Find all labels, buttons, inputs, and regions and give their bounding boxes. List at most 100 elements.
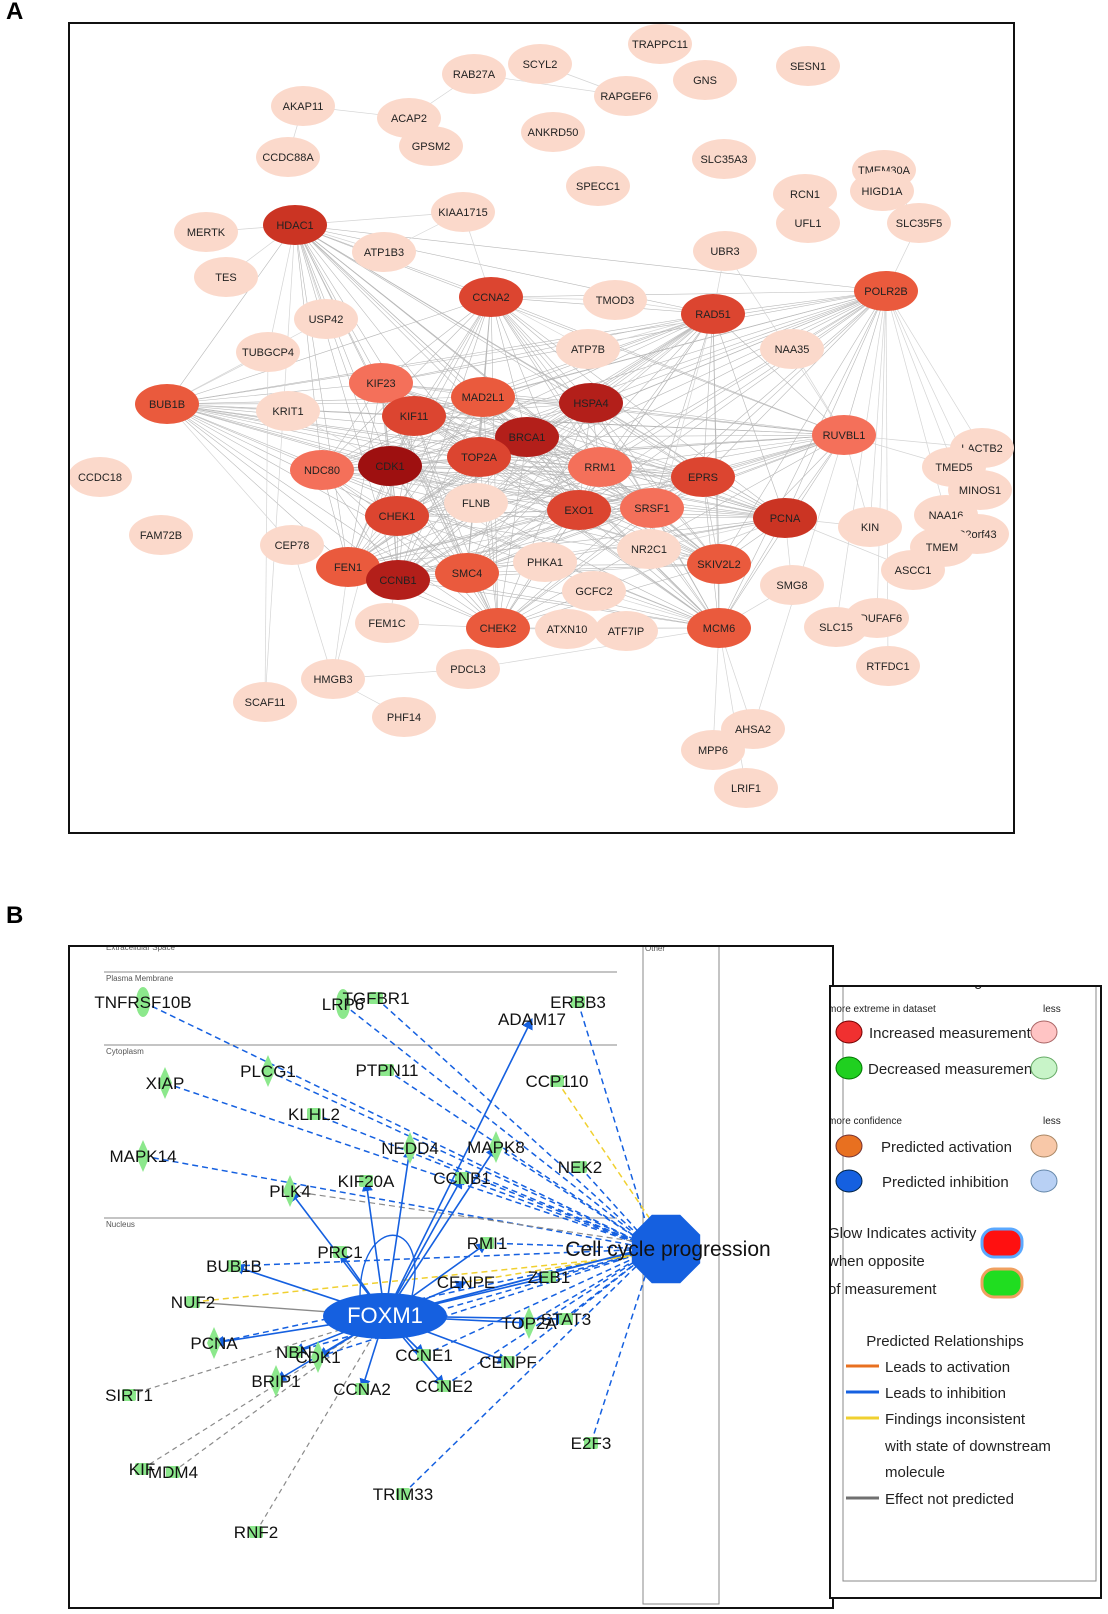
- gene-ccne1[interactable]: CCNE1: [395, 1346, 453, 1365]
- node-rab27a[interactable]: RAB27A: [442, 54, 506, 94]
- node-flnb[interactable]: FLNB: [444, 483, 508, 523]
- gene-bub1b[interactable]: BUB1B: [206, 1257, 262, 1276]
- gene-nedd4[interactable]: NEDD4: [381, 1132, 439, 1164]
- gene-cenpe[interactable]: CENPE: [437, 1273, 496, 1292]
- node-hdac1[interactable]: HDAC1: [263, 205, 327, 245]
- gene-erbb3[interactable]: ERBB3: [550, 993, 606, 1012]
- node-pdcl3[interactable]: PDCL3: [436, 649, 500, 689]
- gene-ccna2[interactable]: CCNA2: [333, 1380, 391, 1399]
- node-cep78[interactable]: CEP78: [260, 525, 324, 565]
- gene-nbn[interactable]: NBN: [276, 1343, 312, 1362]
- gene-mdm4[interactable]: MDM4: [148, 1463, 198, 1482]
- node-tmod3[interactable]: TMOD3: [583, 280, 647, 320]
- node-ccnb1[interactable]: CCNB1: [366, 560, 430, 600]
- node-sesn1[interactable]: SESN1: [776, 46, 840, 86]
- node-rapgef6[interactable]: RAPGEF6: [594, 76, 658, 116]
- node-slc35f5[interactable]: SLC35F5: [887, 203, 951, 243]
- node-naa35[interactable]: NAA35: [760, 329, 824, 369]
- node-fam72b[interactable]: FAM72B: [129, 515, 193, 555]
- node-smc4[interactable]: SMC4: [435, 553, 499, 593]
- gene-nek2[interactable]: NEK2: [558, 1158, 602, 1177]
- gene-plk4[interactable]: PLK4: [269, 1175, 311, 1207]
- gene-kif14[interactable]: KIF: [129, 1460, 155, 1479]
- node-eprs[interactable]: EPRS: [671, 457, 735, 497]
- gene-pcna[interactable]: PCNA: [190, 1327, 238, 1359]
- node-usp42[interactable]: USP42: [294, 299, 358, 339]
- node-atxn10[interactable]: ATXN10: [535, 609, 599, 649]
- node-rtfdc1[interactable]: RTFDC1: [856, 646, 920, 686]
- node-fem1c[interactable]: FEM1C: [355, 603, 419, 643]
- node-srsf1[interactable]: SRSF1: [620, 488, 684, 528]
- cell-cycle-progression-node[interactable]: Cell cycle progression: [565, 1214, 771, 1284]
- node-ascc1[interactable]: ASCC1: [881, 550, 945, 590]
- node-atf7ip[interactable]: ATF7IP: [594, 611, 658, 651]
- node-cdk1[interactable]: CDK1: [358, 446, 422, 486]
- gene-prc1[interactable]: PRC1: [317, 1243, 362, 1262]
- gene-adam17[interactable]: ADAM17: [498, 1010, 566, 1029]
- node-gns[interactable]: GNS: [673, 60, 737, 100]
- node-ubr3[interactable]: UBR3: [693, 231, 757, 271]
- gene-stat3[interactable]: STAT3: [541, 1310, 591, 1329]
- node-atp7b[interactable]: ATP7B: [556, 329, 620, 369]
- gene-sirt1[interactable]: SIRT1: [105, 1386, 153, 1405]
- node-smg8[interactable]: SMG8: [760, 565, 824, 605]
- node-kif11[interactable]: KIF11: [382, 396, 446, 436]
- gene-plcg1[interactable]: PLCG1: [240, 1055, 296, 1087]
- node-ruvbl1[interactable]: RUVBL1: [812, 415, 876, 455]
- node-brca1[interactable]: BRCA1: [495, 417, 559, 457]
- gene-kif20a[interactable]: KIF20A: [338, 1172, 395, 1191]
- node-hspa4[interactable]: HSPA4: [559, 383, 623, 423]
- node-mertk[interactable]: MERTK: [174, 212, 238, 252]
- node-fen1[interactable]: FEN1: [316, 547, 380, 587]
- gene-cdk1[interactable]: CDK1: [295, 1341, 341, 1373]
- gene-mapk8[interactable]: MAPK8: [467, 1131, 525, 1163]
- node-chek2[interactable]: CHEK2: [466, 608, 530, 648]
- node-scyl2[interactable]: SCYL2: [508, 44, 572, 84]
- node-mpp6[interactable]: MPP6: [681, 730, 745, 770]
- node-polr2b[interactable]: POLR2B: [854, 271, 918, 311]
- node-phf14[interactable]: PHF14: [372, 697, 436, 737]
- node-pcna[interactable]: PCNA: [753, 498, 817, 538]
- node-specc1[interactable]: SPECC1: [566, 166, 630, 206]
- gene-ptpn11[interactable]: PTPN11: [356, 1061, 419, 1080]
- foxm1-node[interactable]: FOXM1: [323, 1293, 447, 1339]
- gene-brip1[interactable]: BRIP1: [251, 1365, 301, 1397]
- node-kif23[interactable]: KIF23: [349, 363, 413, 403]
- gene-mapk14[interactable]: MAPK14: [109, 1140, 177, 1172]
- node-higd1a[interactable]: HIGD1A: [850, 171, 914, 211]
- gene-trim33[interactable]: TRIM33: [373, 1485, 433, 1504]
- gene-lrp6[interactable]: LRP6: [322, 989, 365, 1019]
- node-gcfc2[interactable]: GCFC2: [562, 571, 626, 611]
- gene-zeb1[interactable]: ZEB1: [528, 1268, 571, 1287]
- node-ufl1[interactable]: UFL1: [776, 203, 840, 243]
- node-hmgb3[interactable]: HMGB3: [301, 659, 365, 699]
- gene-nuf2[interactable]: NUF2: [171, 1293, 215, 1312]
- node-rcn1[interactable]: RCN1: [773, 174, 837, 214]
- gene-e2f3[interactable]: E2F3: [571, 1434, 612, 1453]
- node-ccdc18[interactable]: CCDC18: [70, 457, 132, 497]
- node-rrm1[interactable]: RRM1: [568, 447, 632, 487]
- node-scaf11[interactable]: SCAF11: [233, 682, 297, 722]
- node-bub1b[interactable]: BUB1B: [135, 384, 199, 424]
- gene-xiap[interactable]: XIAP: [146, 1067, 185, 1099]
- gene-cenpf[interactable]: CENPF: [479, 1353, 537, 1372]
- node-ccdc88a[interactable]: CCDC88A: [256, 137, 320, 177]
- node-slc15[interactable]: SLC15: [804, 607, 868, 647]
- node-mad2l1[interactable]: MAD2L1: [451, 377, 515, 417]
- node-ankrd50[interactable]: ANKRD50: [521, 112, 585, 152]
- gene-tgfbr1[interactable]: TGFBR1: [342, 989, 409, 1008]
- node-ccna2[interactable]: CCNA2: [459, 277, 523, 317]
- gene-ccp110[interactable]: CCP110: [526, 1072, 589, 1091]
- node-mcm6[interactable]: MCM6: [687, 608, 751, 648]
- node-lrif1[interactable]: LRIF1: [714, 768, 778, 808]
- node-krit1[interactable]: KRIT1: [256, 391, 320, 431]
- node-chek1[interactable]: CHEK1: [365, 496, 429, 536]
- node-skiv2l2[interactable]: SKIV2L2: [687, 544, 751, 584]
- gene-rnf2[interactable]: RNF2: [234, 1523, 278, 1542]
- gene-rmi1[interactable]: RMI1: [467, 1234, 508, 1253]
- node-tes[interactable]: TES: [194, 257, 258, 297]
- node-top2a[interactable]: TOP2A: [447, 437, 511, 477]
- node-kiaa1715[interactable]: KIAA1715: [431, 192, 495, 232]
- node-trappc11[interactable]: TRAPPC11: [628, 24, 692, 64]
- node-nr2c1[interactable]: NR2C1: [617, 529, 681, 569]
